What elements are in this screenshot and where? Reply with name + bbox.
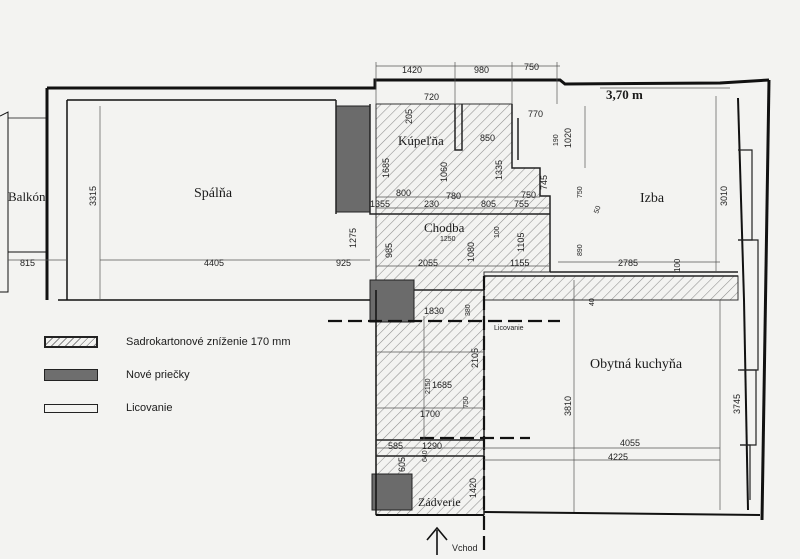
dim-205: 205 [404,109,414,124]
dim-2055: 2055 [418,258,438,268]
dim-605: 605 [397,457,407,472]
entrance-label: Vchod [452,543,478,553]
legend: Sadrokartonové zníženie 170 mm Nové prie… [44,334,344,433]
dim-750: 750 [524,62,539,72]
dim-2105: 2105 [470,348,480,368]
room-zadverie: Zádverie [418,495,461,509]
dim-1685b: 1685 [432,380,452,390]
dim-1275: 1275 [348,228,358,248]
dim-585: 585 [388,441,403,451]
dim-1355: 1355 [370,199,390,209]
legend-item-drop-ceiling: Sadrokartonové zníženie 170 mm [44,334,344,350]
dim-3315: 3315 [88,186,98,206]
dim-3745: 3745 [732,394,742,414]
dim-3810: 3810 [563,396,573,416]
dim-815: 815 [20,258,35,268]
dim-720: 720 [424,92,439,102]
dimension-lines [8,62,730,512]
licovanie-lines [328,276,560,550]
dim-750b: 750 [521,190,536,200]
room-kupelna: Kúpeľňa [398,133,444,148]
legend-item-new-partitions: Nové priečky [44,367,344,383]
legend-label: Sadrokartonové zníženie 170 mm [126,336,291,348]
dim-1060: 1060 [439,162,449,182]
dim-1290: 1290 [422,441,442,451]
solid-swatch-icon [44,369,98,381]
dim-1420: 1420 [402,65,422,75]
room-kuchyna: Obytná kuchyňa [590,357,683,372]
dim-100: 100 [494,226,501,238]
hatch-swatch-icon [44,336,98,348]
dim-750c: 750 [577,186,584,198]
dim-1105: 1105 [516,233,526,252]
dim-1685: 1685 [381,158,391,178]
legend-label: Licovanie [126,402,173,414]
outer-walls [0,78,771,521]
width-label: 3,70 m [606,87,643,102]
dim-4405: 4405 [204,258,224,268]
dim-2150: 2150 [425,378,432,394]
dim-380: 380 [465,304,472,316]
dim-925: 925 [336,258,351,268]
dim-4055: 4055 [620,438,640,448]
dim-850: 850 [480,133,495,143]
dimension-labels-horizontal: 1420 980 750 720 770 850 800 780 750 135… [20,62,640,462]
dim-4225: 4225 [608,452,628,462]
room-izba: Izba [640,191,665,206]
dim-1420b: 1420 [468,478,478,498]
dim-licovanie: Licovanie [494,325,524,332]
dim-890: 890 [577,244,584,256]
dim-770: 770 [528,109,543,119]
room-balkon: Balkón [8,189,46,204]
dim-100b: 100 [673,258,682,272]
dim-50: 50 [593,205,602,215]
dim-3010: 3010 [719,186,729,206]
dim-985: 985 [384,243,394,258]
dimension-labels-vertical: 205 1020 190 1685 1060 1335 745 750 50 3… [88,109,742,498]
room-chodba: Chodba [424,220,465,235]
dim-1830: 1830 [424,306,444,316]
dim-640: 640 [422,450,429,462]
dim-750d: 750 [463,396,470,408]
entrance-arrow-icon [426,526,448,555]
dim-1700: 1700 [420,409,440,419]
dim-980: 980 [474,65,489,75]
dim-230: 230 [424,199,439,209]
legend-label: Nové priečky [126,369,190,381]
dim-40: 40 [589,298,596,306]
dim-780: 780 [446,191,461,201]
dim-1080: 1080 [466,242,476,262]
line-swatch-icon [44,403,98,413]
dim-745: 745 [539,175,549,190]
right-window-ledges [738,149,759,500]
legend-item-licovanie: Licovanie [44,400,344,416]
dim-190: 190 [553,134,560,146]
dim-805: 805 [481,199,496,209]
dim-800: 800 [396,188,411,198]
dim-1335: 1335 [494,160,504,180]
dim-1020: 1020 [563,128,573,148]
dim-2785: 2785 [618,258,638,268]
dim-1155: 1155 [510,258,529,268]
dim-1250: 1250 [440,236,456,243]
dim-755: 755 [514,199,529,209]
room-spalna: Spálňa [194,186,233,201]
interior-walls [335,100,738,515]
